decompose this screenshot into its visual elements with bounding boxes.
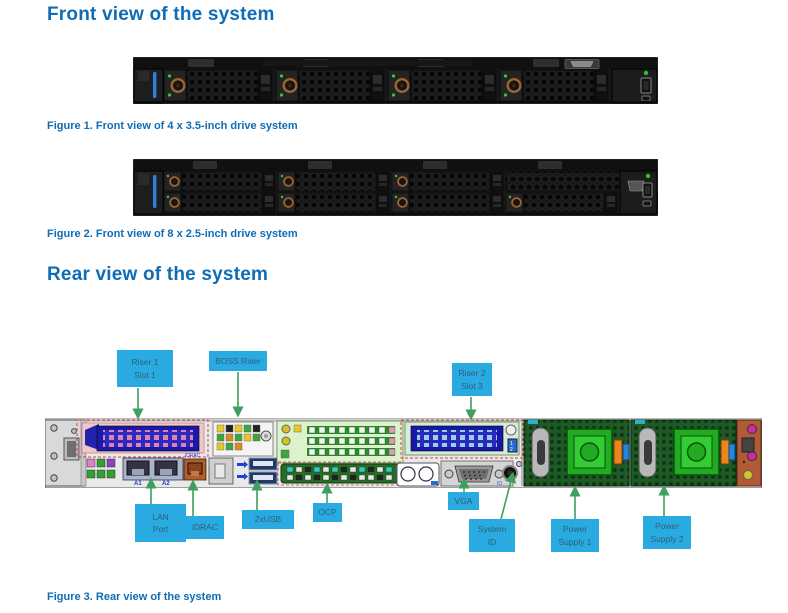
callout-riser2-slot3: Riser 2 Slot 3 [452,363,492,396]
callout-idrac: iDRAC [186,516,224,539]
front-power-led [643,70,649,76]
callout-riser1-slot1: Riser 1 Slot 1 [117,350,173,387]
svg-text:ID: ID [497,481,502,487]
front2-vga-port [627,180,645,192]
rear-right-bracket [736,419,762,487]
svg-text:iDRAC: iDRAC [185,453,201,459]
rear-riser1-slot1 [76,419,209,458]
rear-riser2-slot3: 1 2 [400,419,524,459]
callout-ocp: OCP [313,503,342,522]
rear-small-connectors [86,458,116,479]
callout-vga: VGA [448,492,479,510]
server-front-4x35-graphic [132,56,659,105]
rear-power-supply-2 [630,419,737,487]
figure1-caption: Figure 1. Front view of 4 x 3.5-inch dri… [47,120,298,132]
figure2-caption: Figure 2. Front view of 8 x 2.5-inch dri… [47,228,298,240]
front-view-4x35-image [132,56,659,105]
svg-text:1: 1 [510,441,513,447]
rear-boss-riser [212,421,274,457]
front-view-heading: Front view of the system [47,4,275,25]
front-view-8x25-image [132,158,732,217]
rear-filler-panel [208,457,234,485]
lan-port-label-a1: A1 [134,481,142,487]
callout-system-id: System ID [469,519,515,552]
callout-lan-port: LAN Port [135,504,186,542]
lan-port-label-a2: A2 [162,481,170,487]
front2-micro-usb-port [642,200,652,207]
front2-power-led [645,173,651,179]
rear-usb-ports [237,457,278,485]
rear-ocp-module [277,461,403,486]
svg-text:2: 2 [510,447,513,453]
front-status-led-bar [153,72,157,98]
figure3-caption: Figure 3. Rear view of the system [47,591,222,603]
server-front-8x25-graphic [132,158,732,217]
front2-status-led-bar [153,175,157,208]
rear-serial-connectors [396,462,440,487]
rear-lan-ports: A1 A2 [122,457,184,487]
rear-idrac-port: iDRAC [183,453,207,481]
rear-motherboard-area [276,420,404,464]
callout-power-supply-2: Power Supply 2 [643,516,691,549]
rear-power-supply-1 [523,419,630,487]
callout-2xusb: 2xUSB [242,510,294,529]
rear-view-image: A1 A2 iDRAC [44,417,763,489]
callout-power-supply-1: Power Supply 1 [551,519,599,552]
rear-left-bracket [44,419,87,487]
rear-view-heading: Rear view of the system [47,264,269,285]
server-rear-graphic: A1 A2 iDRAC [44,417,763,489]
callout-boss-riser: BOSS Riser [209,351,267,371]
front-micro-usb-port [641,95,651,102]
